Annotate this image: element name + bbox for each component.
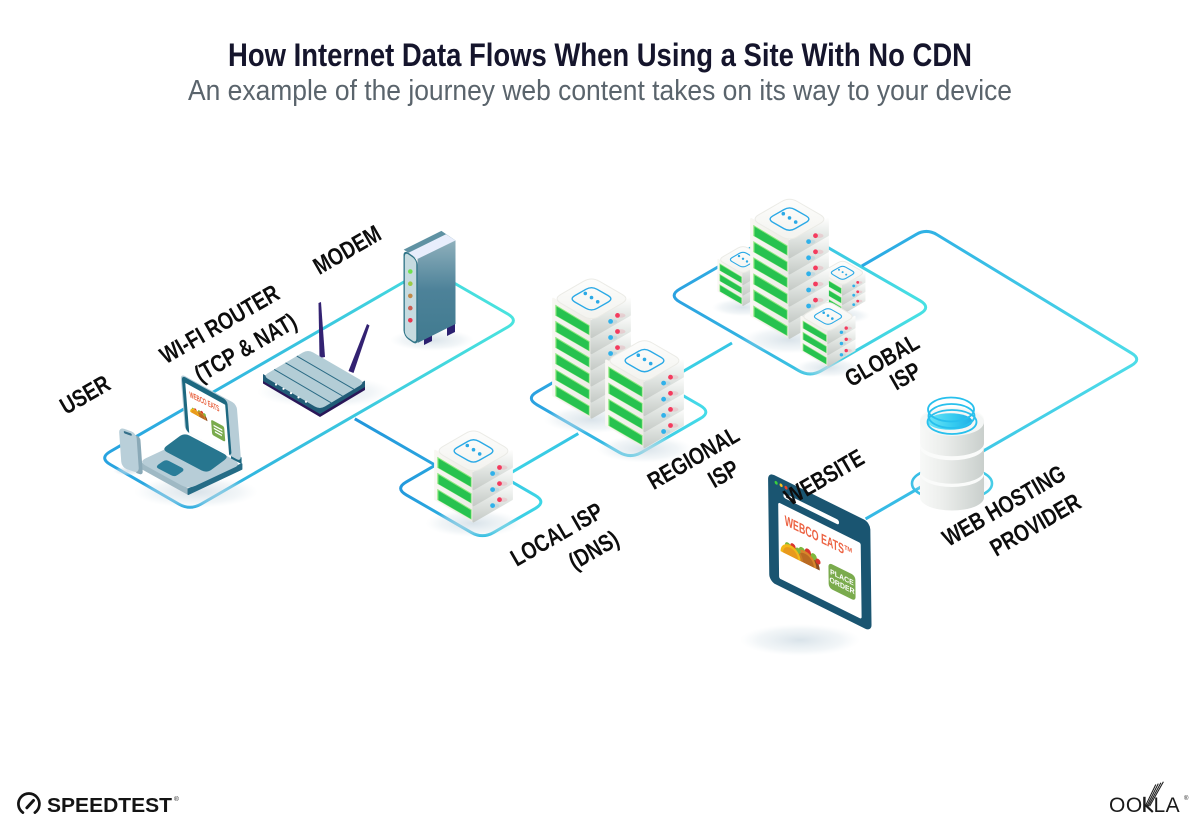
svg-text:MODEM: MODEM	[308, 219, 385, 280]
svg-text:OO: OO	[1109, 794, 1143, 817]
svg-text:An example of the journey web: An example of the journey web content ta…	[188, 75, 1012, 107]
svg-text:USER: USER	[55, 369, 115, 420]
svg-text:LA: LA	[1154, 794, 1181, 817]
svg-text:®: ®	[1184, 795, 1189, 802]
svg-text:®: ®	[174, 795, 179, 803]
svg-text:How Internet Data Flows When U: How Internet Data Flows When Using a Sit…	[228, 37, 972, 73]
svg-text:SPEEDTEST: SPEEDTEST	[47, 795, 172, 817]
